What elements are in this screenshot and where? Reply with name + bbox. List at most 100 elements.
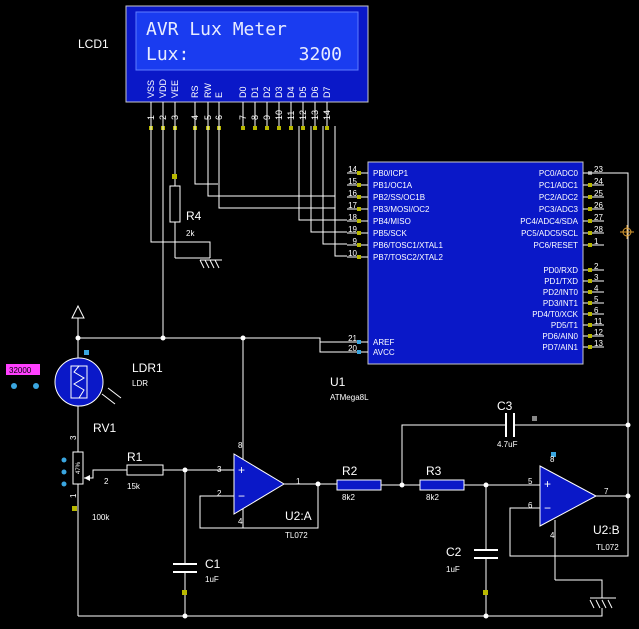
mcu-right-num-11: 6 xyxy=(594,306,599,315)
mcu-right-marker-3 xyxy=(588,207,592,211)
mcu-left-marker-1 xyxy=(357,183,361,187)
resistor-r1[interactable] xyxy=(117,464,234,476)
mcu-right-marker-14 xyxy=(588,345,592,349)
r1-value: 15k xyxy=(127,482,141,491)
mcu-left-num-0: 14 xyxy=(348,165,357,174)
lcd-module[interactable]: AVR Lux Meter Lux: 3200 VSS1VDD2VEE3RS4R… xyxy=(125,5,369,130)
mcu-left-name-1: PB1/OC1A xyxy=(373,181,413,190)
c2-ref: C2 xyxy=(446,545,462,559)
u2a-pin1: 1 xyxy=(296,477,301,486)
resistor-r2[interactable] xyxy=(336,479,420,491)
u2b-part: TL072 xyxy=(596,543,619,552)
lcd-pin-number-12: 12 xyxy=(298,110,308,120)
lcd-pin-marker-13 xyxy=(313,126,317,130)
mcu-left-marker-7 xyxy=(357,255,361,259)
mcu-left-name-5: PB5/SCK xyxy=(373,229,407,238)
svg-text:−: − xyxy=(544,501,551,515)
lcd-pin-name-2: VDD xyxy=(158,78,168,98)
opamp-u2a[interactable]: + − xyxy=(199,450,337,529)
r4-value: 2k xyxy=(186,229,195,238)
lcd-pin-name-7: D0 xyxy=(238,86,248,98)
lcd-pin-number-13: 13 xyxy=(310,110,320,120)
lcd-pin-marker-11 xyxy=(289,126,293,130)
lcd-pin-name-9: D2 xyxy=(262,86,272,98)
mcu-right-name-4: PC4/ADC4/SDA xyxy=(520,217,578,226)
capacitor-c2[interactable] xyxy=(474,485,498,616)
mcu-left-num-5: 19 xyxy=(348,225,357,234)
mcu-right-num-13: 12 xyxy=(594,328,603,337)
mcu-left-num-2: 16 xyxy=(348,189,357,198)
lcd-pin-marker-10 xyxy=(277,126,281,130)
c3-value: 4.7uF xyxy=(497,440,518,449)
lcd-pin-name-8: D1 xyxy=(250,86,260,98)
adc-wire xyxy=(583,172,629,496)
lcd-pin-number-2: 2 xyxy=(158,115,168,120)
c3-ref: C3 xyxy=(497,399,513,413)
mcu-right-marker-4 xyxy=(588,219,592,223)
lcd-pin-marker-14 xyxy=(325,126,329,130)
mcu-right-num-6: 1 xyxy=(594,237,599,246)
mcu-right-name-11: PD4/T0/XCK xyxy=(532,310,578,319)
lcd-pin-marker-7 xyxy=(241,126,245,130)
u2b-pin7: 7 xyxy=(604,487,609,496)
mcu-left-marker-5 xyxy=(357,231,361,235)
lcd-pin-name-14: D7 xyxy=(322,86,332,98)
mcu-right-num-10: 5 xyxy=(594,295,599,304)
r1-ref: R1 xyxy=(127,450,143,464)
resistor-r4[interactable] xyxy=(169,174,181,258)
c2-value: 1uF xyxy=(446,565,460,574)
u2a-part: TL072 xyxy=(285,531,308,540)
lcd-pin-name-3: VEE xyxy=(170,80,180,98)
rv1-value: 100k xyxy=(92,513,110,522)
mcu-right-pin-group: 23PC0/ADC024PC1/ADC125PC2/ADC226PC3/ADC3… xyxy=(520,165,604,352)
mcu-right-name-0: PC0/ADC0 xyxy=(539,169,579,178)
mcu-left-marker-3 xyxy=(357,207,361,211)
lcd-pin-name-1: VSS xyxy=(146,80,156,98)
ground-icon xyxy=(175,257,222,269)
mcu-right-name-2: PC2/ADC2 xyxy=(539,193,579,202)
mcu-left-num-3: 17 xyxy=(348,201,357,210)
potentiometer-rv1[interactable]: 47% xyxy=(61,451,118,616)
power-terminal-icon xyxy=(71,304,85,319)
opamp-u2b[interactable]: + − xyxy=(509,422,631,599)
mcu-right-name-12: PD5/T1 xyxy=(551,321,579,330)
mcu-right-marker-12 xyxy=(588,323,592,327)
mcu-left-name-2: PB2/SS/OC1B xyxy=(373,193,425,202)
u2b-pin8: 8 xyxy=(550,455,555,464)
light-probe[interactable]: 32000 xyxy=(6,364,40,389)
reset-crosshair-icon xyxy=(620,225,634,239)
mcu-left-marker-6 xyxy=(357,243,361,247)
mcu-left-num-4: 18 xyxy=(348,213,357,222)
mcu-right-marker-11 xyxy=(588,312,592,316)
mcu-right-marker-5 xyxy=(588,231,592,235)
mcu-right-marker-9 xyxy=(588,290,592,294)
mcu-right-name-5: PC5/ADC5/SCL xyxy=(521,229,578,238)
capacitor-c1[interactable] xyxy=(173,470,197,616)
capacitor-c3[interactable] xyxy=(401,413,628,485)
mcu-right-num-8: 3 xyxy=(594,273,599,282)
ldr-sensor[interactable] xyxy=(54,338,122,452)
svg-text:+: + xyxy=(544,477,551,491)
lcd-pin-number-11: 11 xyxy=(286,111,296,120)
mcu-left-name-0: PB0/ICP1 xyxy=(373,169,409,178)
lcd-pin-name-11: D4 xyxy=(286,86,296,98)
mcu-right-num-4: 27 xyxy=(594,213,603,222)
mcu-left-name-4: PB4/MISO xyxy=(373,217,411,226)
c1-ref: C1 xyxy=(205,557,221,571)
mcu-right-num-3: 26 xyxy=(594,201,603,210)
mcu-right-marker-8 xyxy=(588,279,592,283)
r3-ref: R3 xyxy=(426,464,442,478)
u2a-pin8: 8 xyxy=(238,441,243,450)
r4-ref: R4 xyxy=(186,209,202,223)
mcu-power-name-0: AREF xyxy=(373,338,394,347)
lcd-pin-number-4: 4 xyxy=(190,115,200,120)
r2-value: 8k2 xyxy=(342,493,355,502)
rv1-pin1: 1 xyxy=(69,493,78,498)
mcu-left-name-7: PB7/TOSC2/XTAL2 xyxy=(373,253,444,262)
svg-text:−: − xyxy=(238,489,245,503)
resistor-r3[interactable] xyxy=(419,479,540,491)
